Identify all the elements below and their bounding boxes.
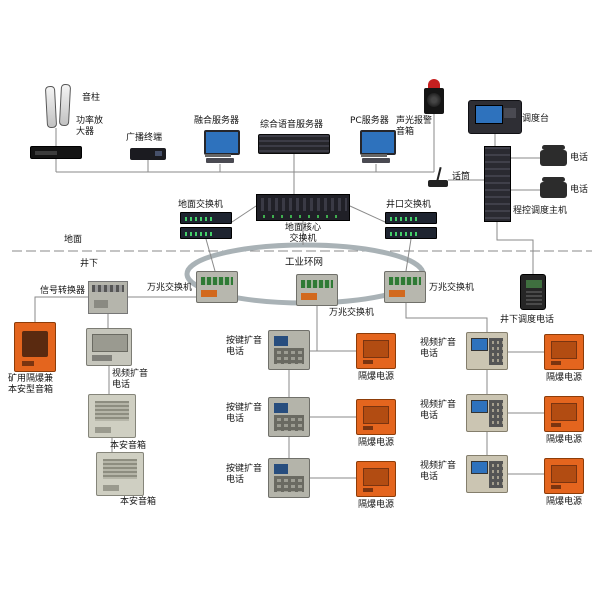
dispatch-host-icon: [484, 146, 511, 222]
audio-column-speaker-icon: [44, 85, 58, 129]
mine-flameproof-speaker-label: 矿用隔爆兼本安型音箱: [8, 374, 54, 395]
flameproof-power-label: 隔爆电源: [357, 500, 394, 510]
wellhead-switch-icon: [385, 212, 437, 224]
video-amp-phone-icon: [466, 332, 508, 370]
broadcast-terminal-icon: [130, 148, 166, 160]
switch-10g-label: 万兆交换机: [329, 308, 375, 318]
underground-dispatch-phone-label: 井下调度电话: [500, 315, 555, 325]
flameproof-power-label: 隔爆电源: [357, 438, 394, 448]
ground-switch-icon: [180, 227, 232, 239]
telephone-label: 电话: [570, 153, 589, 163]
power-amplifier-label: 功率放大器: [76, 116, 104, 137]
mine-flameproof-speaker-icon: [14, 322, 56, 372]
switch-10g-icon: [296, 274, 338, 306]
broadcast-terminal-label: 广播终端: [126, 133, 163, 143]
flameproof-power-icon: [544, 396, 584, 432]
ground-zone-label: 地面: [64, 235, 83, 245]
power-amplifier-icon: [30, 146, 82, 159]
intrinsically-safe-speaker-label: 本安音箱: [110, 441, 147, 451]
telephone-label: 电话: [570, 185, 589, 195]
alarm-speaker-label: 声光报警音箱: [396, 116, 433, 137]
signal-converter-label: 信号转换器: [39, 286, 85, 296]
fusion-server-icon: [204, 130, 240, 164]
flameproof-power-label: 隔爆电源: [545, 497, 582, 507]
video-amp-phone-label: 视频扩音电话: [420, 461, 457, 482]
switch-10g-label: 万兆交换机: [429, 283, 475, 293]
core-switch-label: 地面核心交换机: [284, 223, 321, 244]
flameproof-power-icon: [356, 461, 396, 497]
ground-switch-icon: [180, 212, 232, 224]
keypad-amp-phone-label: 按键扩音电话: [226, 336, 263, 357]
telephone-icon: [540, 177, 567, 198]
signal-converter-icon: [88, 281, 128, 314]
dispatch-host-label: 程控调度主机: [513, 206, 568, 216]
keypad-amp-phone-icon: [268, 458, 310, 498]
keypad-amp-phone-label: 按键扩音电话: [226, 464, 263, 485]
voice-server-label: 综合语音服务器: [260, 120, 324, 130]
wellhead-switch-icon: [385, 227, 437, 239]
switch-10g-label: 万兆交换机: [146, 283, 192, 293]
dispatch-console-label: 调度台: [522, 114, 550, 124]
industrial-ring-label: 工业环网: [281, 256, 327, 269]
video-amp-phone-label: 视频扩音电话: [112, 369, 149, 390]
dispatch-console-icon: [468, 100, 522, 134]
switch-10g-icon: [196, 271, 238, 303]
flameproof-power-icon: [544, 334, 584, 370]
flameproof-power-label: 隔爆电源: [545, 373, 582, 383]
telephone-icon: [540, 145, 567, 166]
intrinsically-safe-speaker-icon: [88, 394, 136, 438]
video-amp-phone-icon: [466, 394, 508, 432]
video-amp-phone-icon: [86, 328, 132, 366]
wellhead-switch-label: 井口交换机: [386, 200, 432, 210]
flameproof-power-label: 隔爆电源: [357, 372, 394, 382]
flameproof-power-label: 隔爆电源: [545, 435, 582, 445]
switch-10g-icon: [384, 271, 426, 303]
fusion-server-label: 融合服务器: [194, 116, 240, 126]
underground-dispatch-phone-icon: [520, 274, 546, 310]
audio-column-label: 音柱: [82, 93, 101, 103]
pc-server-label: PC服务器: [350, 116, 389, 126]
video-amp-phone-label: 视频扩音电话: [420, 400, 457, 421]
flameproof-power-icon: [356, 333, 396, 369]
flameproof-power-icon: [544, 458, 584, 494]
flameproof-power-icon: [356, 399, 396, 435]
underground-zone-label: 井下: [80, 259, 99, 269]
microphone-icon: [428, 166, 448, 187]
core-switch-icon: [256, 194, 350, 221]
intrinsically-safe-speaker-icon: [96, 452, 144, 496]
keypad-amp-phone-icon: [268, 330, 310, 370]
alarm-speaker-icon: [424, 79, 444, 114]
microphone-label: 话筒: [452, 172, 471, 182]
pc-server-icon: [360, 130, 396, 164]
keypad-amp-phone-icon: [268, 397, 310, 437]
intrinsically-safe-speaker-label: 本安音箱: [120, 497, 157, 507]
keypad-amp-phone-label: 按键扩音电话: [226, 403, 263, 424]
voice-server-icon: [258, 134, 330, 154]
video-amp-phone-icon: [466, 455, 508, 493]
ground-switch-label: 地面交换机: [178, 200, 224, 210]
video-amp-phone-label: 视频扩音电话: [420, 338, 457, 359]
